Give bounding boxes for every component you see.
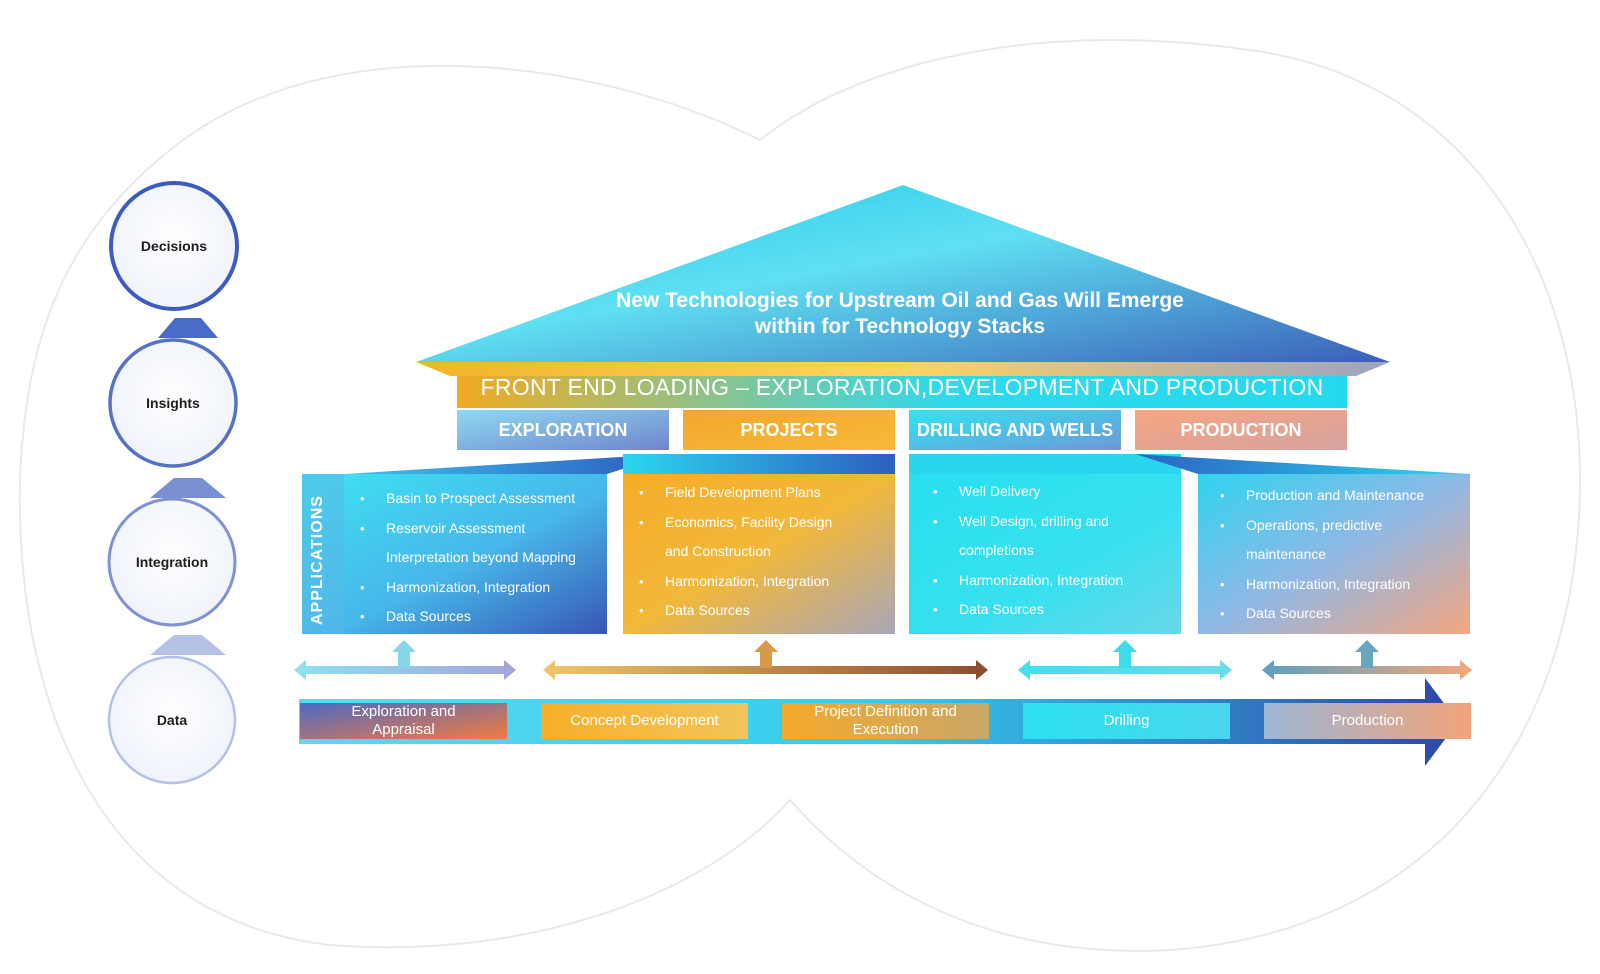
list-drilling: Well DeliveryWell Design, drilling and co… — [931, 477, 1181, 625]
stage-label-5-line-1: Production — [1331, 712, 1404, 729]
arrow-group-2 — [543, 640, 988, 680]
category-box-drilling — [909, 410, 1121, 450]
flap-mid-left — [623, 454, 895, 474]
roof-title-line-1: New Technologies for Upstream Oil and Ga… — [616, 289, 1184, 312]
connector-3 — [150, 635, 226, 655]
level-label-integration: Integration — [135, 554, 209, 570]
list-item: Interpretation beyond Mapping — [386, 549, 576, 565]
stage-label-4: Drilling — [1023, 702, 1230, 740]
list-item: Well Design, drilling and — [931, 507, 1181, 537]
flap-left — [338, 454, 669, 474]
list-production: Production and MaintenanceOperations, pr… — [1218, 481, 1468, 629]
flap-mid-right — [909, 454, 1181, 474]
level-label-decisions: Decisions — [140, 238, 208, 254]
list-item: Basin to Prospect Assessment — [358, 484, 608, 514]
stage-label-4-line-1: Drilling — [1103, 712, 1150, 729]
list-item: Harmonization, Integration — [931, 566, 1181, 596]
stage-box-2 — [541, 703, 748, 739]
applications-label: APPLICATIONS — [309, 495, 326, 625]
arrow-group-3 — [1018, 640, 1232, 680]
list-item: Well Delivery — [931, 477, 1181, 507]
list-item: maintenance — [1246, 546, 1327, 562]
category-box-production — [1135, 410, 1347, 450]
roof-band — [416, 362, 1390, 376]
stage-box-3 — [782, 703, 989, 739]
applications-label-wrap: APPLICATIONS — [309, 495, 335, 765]
list-item: Data Sources — [358, 602, 608, 632]
level-label-data: Data — [156, 712, 188, 728]
connector-2 — [150, 478, 226, 498]
level-circle-decisions — [109, 181, 239, 311]
list-item: Data Sources — [1218, 599, 1468, 629]
level-circle-integration — [107, 497, 237, 627]
front-end-loading-label: FRONT END LOADING – EXPLORATION,DEVELOPM… — [480, 374, 1324, 400]
arrow-group-4 — [1262, 640, 1472, 680]
stage-label-5: Production — [1264, 702, 1471, 740]
category-label-drilling: DRILLING AND WELLS — [916, 420, 1114, 440]
list-item: Harmonization, Integration — [637, 567, 893, 597]
stage-box-5 — [1264, 703, 1471, 739]
list-item: Operations, predictive — [1218, 511, 1468, 541]
stage-box-4 — [1023, 703, 1230, 739]
stage-label-1-line-1: Exploration and — [351, 703, 456, 720]
list-item: Economics, Facility Design — [637, 508, 893, 538]
front-end-loading-bar — [457, 376, 1347, 408]
level-circle-insights — [108, 338, 238, 468]
arrow-group-1 — [294, 640, 516, 680]
list-exploration: Basin to Prospect AssessmentReservoir As… — [358, 484, 608, 632]
stage-label-1-line-2: Appraisal — [372, 721, 435, 738]
category-box-exploration — [457, 410, 669, 450]
list-item: Data Sources — [637, 596, 893, 626]
roof-title: New Technologies for Upstream Oil and Ga… — [560, 288, 1240, 340]
roof-triangle — [416, 185, 1390, 362]
list-item: completions — [959, 542, 1034, 558]
list-item: Harmonization, Integration — [358, 573, 608, 603]
list-item: Field Development Plans — [637, 478, 893, 508]
category-label-exploration: EXPLORATION — [498, 420, 628, 440]
stage-label-3-line-2: Execution — [852, 721, 919, 738]
list-item: Production and Maintenance — [1218, 481, 1468, 511]
flap-right — [1135, 454, 1470, 474]
background-outline — [18, 39, 1582, 952]
list-item: and Construction — [665, 543, 771, 559]
connector-1 — [158, 318, 218, 338]
roof-title-line-2: within for Technology Stacks — [754, 315, 1046, 338]
list-item: Harmonization, Integration — [1218, 570, 1468, 600]
list-item: Reservoir Assessment — [358, 514, 608, 544]
list-projects: Field Development PlansEconomics, Facili… — [637, 478, 893, 626]
stage-label-2: Concept Development — [541, 702, 748, 740]
list-item: Data Sources — [931, 595, 1181, 625]
stage-label-2-line-1: Concept Development — [570, 712, 719, 729]
stage-box-1 — [300, 703, 507, 739]
stage-label-3-line-1: Project Definition and — [814, 703, 957, 720]
applications-strip — [302, 474, 344, 634]
category-label-production: PRODUCTION — [1180, 420, 1302, 440]
level-circle-data — [107, 655, 237, 785]
category-label-projects: PROJECTS — [740, 420, 838, 440]
category-box-projects — [683, 410, 895, 450]
level-label-insights: Insights — [146, 395, 200, 411]
